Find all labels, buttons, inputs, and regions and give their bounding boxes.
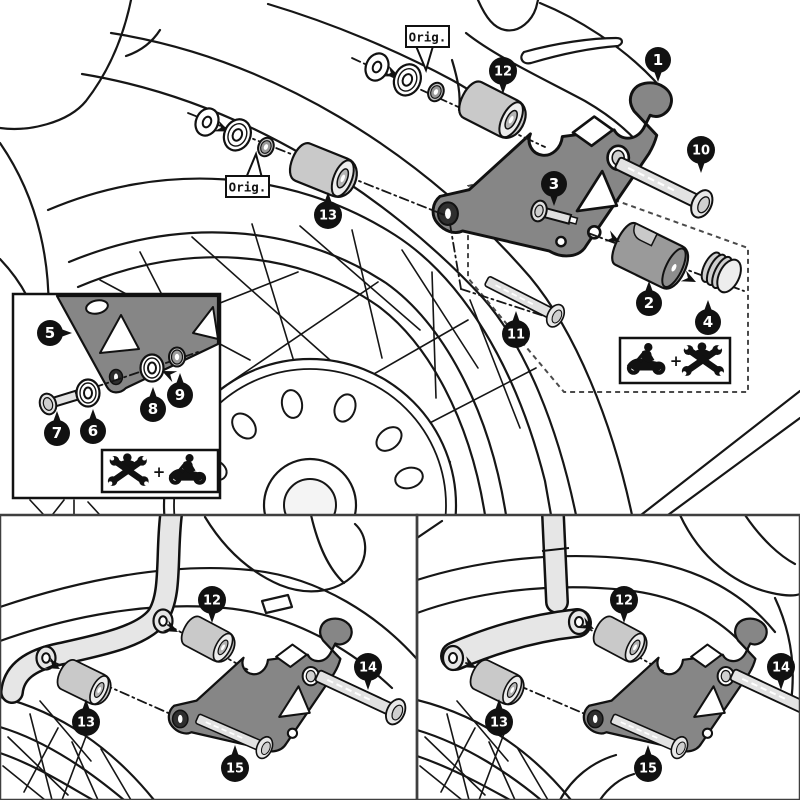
callout-number: 13 <box>319 209 337 224</box>
callout-number: 14 <box>359 661 377 676</box>
brake-disc <box>162 357 458 515</box>
callout-14: 14 <box>767 653 795 690</box>
callout-number: 11 <box>507 328 525 343</box>
callout-12: 12 <box>610 586 638 623</box>
callout-number: 4 <box>703 313 713 331</box>
callout-5: 5 <box>37 320 72 346</box>
callout-13: 13 <box>485 699 513 736</box>
callout-number: 7 <box>52 424 62 442</box>
swingarm-line-2 <box>666 416 800 515</box>
bottom-left-line-art <box>0 515 417 800</box>
callout-12: 12 <box>489 57 517 94</box>
callout-6: 6 <box>80 409 106 444</box>
plus-sign: + <box>670 352 683 370</box>
callout-13: 13 <box>72 699 100 736</box>
callout-10: 10 <box>687 136 715 173</box>
axle-marks <box>29 499 100 515</box>
tubular-rack <box>0 515 183 704</box>
rack-eyelet <box>35 645 57 671</box>
callout-13: 13 <box>314 192 342 229</box>
callout-number: 12 <box>494 65 512 80</box>
callout-number: 10 <box>692 144 710 159</box>
washer-6 <box>75 378 101 408</box>
callout-2: 2 <box>636 281 662 316</box>
callout-1: 1 <box>645 47 671 82</box>
callout-number: 15 <box>226 762 244 777</box>
callout-8: 8 <box>140 387 166 422</box>
callout-12: 12 <box>198 586 226 623</box>
callout-15: 15 <box>221 745 249 782</box>
callout-number: 13 <box>77 716 95 731</box>
callout-number: 6 <box>88 422 98 440</box>
svg-text:Orig.: Orig. <box>229 180 267 195</box>
washer-8 <box>139 353 165 383</box>
spacer-cylinder-2 <box>611 221 690 290</box>
usage-icon-box-main: + <box>618 336 732 385</box>
rack-eyelet <box>441 644 465 672</box>
motorcycle-body-art <box>0 0 800 515</box>
callout-number: 5 <box>45 324 55 342</box>
tire-line <box>46 177 553 515</box>
callout-3: 3 <box>541 171 567 206</box>
rim-inner-line <box>76 256 487 515</box>
callout-14: 14 <box>354 653 382 690</box>
plus-sign: + <box>153 463 166 481</box>
plate-rack <box>440 515 592 672</box>
fender-outer-line <box>109 31 634 515</box>
svg-text:Orig.: Orig. <box>409 30 447 45</box>
callout-number: 9 <box>175 386 185 404</box>
callout-number: 13 <box>490 716 508 731</box>
callout-number: 15 <box>639 762 657 777</box>
callout-number: 12 <box>615 594 633 609</box>
swingarm-line-1 <box>639 389 800 515</box>
callout-number: 8 <box>148 400 158 418</box>
rim-outer-line <box>67 231 508 515</box>
usage-icon-box-inset: + <box>100 448 220 494</box>
inset-detail-box: + <box>11 292 222 500</box>
screw-3 <box>530 199 579 225</box>
rack-eyelet <box>152 608 174 634</box>
callout-4: 4 <box>695 300 721 335</box>
callout-9: 9 <box>167 373 193 408</box>
orig-label-top: Orig. <box>405 25 450 73</box>
bolt-7 <box>38 389 80 416</box>
main-view: + <box>0 0 800 515</box>
callout-number: 12 <box>203 594 221 609</box>
bottom-left-panel: 12 13 14 15 <box>0 515 417 800</box>
callout-number: 1 <box>653 51 663 69</box>
callout-11: 11 <box>502 311 530 348</box>
tail-slot <box>520 36 623 65</box>
bottom-right-panel: 12 13 14 15 <box>417 515 800 800</box>
orig-label-left: Orig. <box>225 150 270 198</box>
callout-number: 2 <box>644 294 654 312</box>
callout-15: 15 <box>634 745 662 782</box>
end-cap-4 <box>700 251 742 294</box>
callout-number: 3 <box>549 175 559 193</box>
nut-9 <box>168 346 186 368</box>
tail-bodywork <box>450 0 661 154</box>
callout-7: 7 <box>44 411 70 446</box>
bottom-right-panel-border <box>415 513 800 800</box>
callout-number: 14 <box>772 661 790 676</box>
